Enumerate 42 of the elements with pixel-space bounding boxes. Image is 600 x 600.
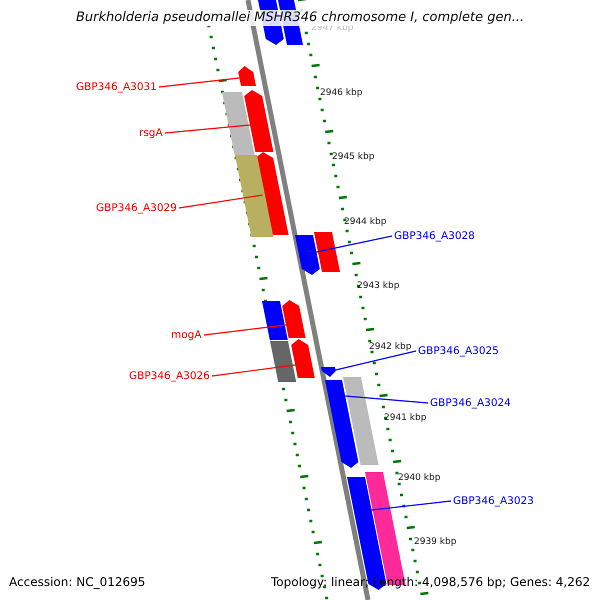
leader-line — [372, 500, 452, 511]
gene-block — [325, 380, 358, 468]
gene-label: GBP346_A3024 — [430, 396, 511, 410]
gene-label: GBP346_A3028 — [394, 230, 475, 242]
leader-line — [178, 194, 263, 209]
gene-block — [343, 377, 379, 465]
gene-label: GBP346_A3031 — [76, 80, 157, 94]
gene-block — [314, 232, 340, 272]
gene-block — [222, 92, 255, 155]
scale-label: 2943 kbp — [357, 280, 400, 292]
gene-block — [262, 301, 288, 340]
gene-block — [238, 66, 256, 86]
gene-block — [291, 339, 315, 378]
gene-block — [321, 367, 336, 377]
footer-text: Topology: linear; Length: 4,098,576 bp; Genes: 4,262 — [271, 575, 590, 590]
leader-line — [204, 324, 286, 336]
gene-block — [282, 300, 306, 338]
leader-line — [164, 124, 250, 134]
leader-line — [335, 350, 416, 371]
leader-line — [345, 395, 428, 404]
scale-label: 2946 kbp — [320, 88, 362, 98]
scale-label: 2940 kbp — [398, 472, 440, 484]
gene-label: GBP346_A3026 — [129, 370, 210, 382]
scale-label: 2945 kbp — [332, 152, 374, 162]
footer-text: Accession: NC_012695 — [9, 575, 146, 590]
gene-label: GBP346_A3029 — [96, 202, 177, 214]
scale-label: 2941 kbp — [384, 412, 426, 424]
gene-label: rsgA — [139, 126, 163, 140]
scale-label: 2944 kbp — [344, 216, 386, 228]
gene-block — [295, 235, 320, 275]
gene-block — [235, 155, 274, 237]
diagram-title: Burkholderia pseudomallei MSHR346 chromosome I, complete gen... — [76, 10, 524, 26]
leader-line — [316, 235, 392, 253]
scale-label: 2939 kbp — [414, 536, 456, 548]
gene-block — [244, 90, 274, 152]
gene-block — [270, 341, 296, 382]
leader-line — [158, 77, 240, 88]
gene-label: GBP346_A3023 — [453, 494, 534, 508]
gene-label: GBP346_A3025 — [418, 344, 499, 358]
leader-line — [212, 364, 296, 377]
gene-label: mogA — [171, 328, 202, 342]
scale-label: 2942 kbp — [369, 342, 412, 352]
